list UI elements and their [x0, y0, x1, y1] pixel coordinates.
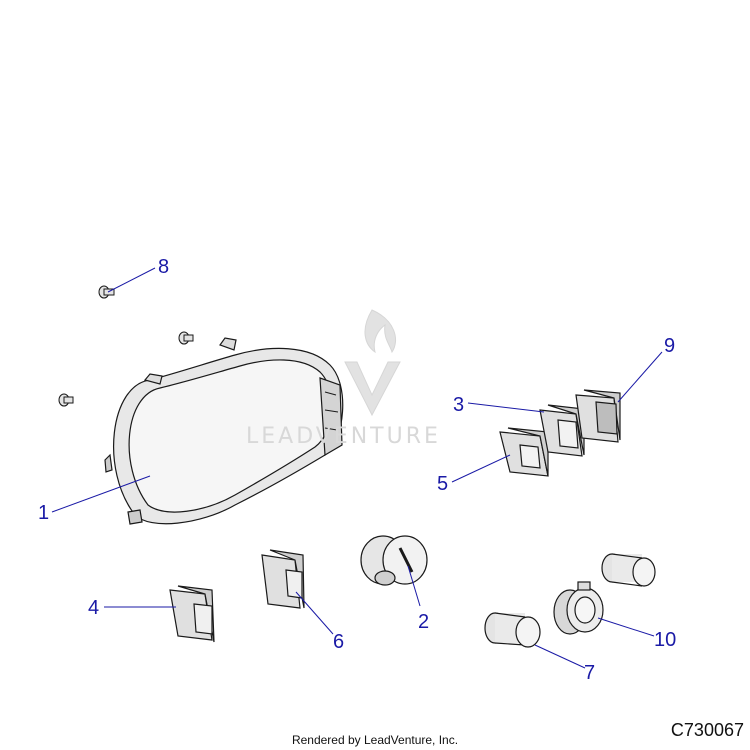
- callout-2[interactable]: 2: [418, 611, 430, 633]
- power-outlet-7[interactable]: [484, 612, 541, 648]
- callout-7[interactable]: 7: [584, 662, 596, 684]
- ignition-switch-2[interactable]: [360, 535, 428, 586]
- watermark-text: LEADVENTURE: [246, 424, 441, 449]
- watermark-logo: [344, 309, 401, 417]
- callout-1[interactable]: 1: [38, 502, 50, 524]
- switch-4[interactable]: [169, 585, 215, 643]
- callout-4[interactable]: 4: [88, 597, 100, 619]
- power-outlet-10[interactable]: [553, 581, 604, 635]
- callout-6[interactable]: 6: [333, 631, 345, 653]
- power-outlet-b[interactable]: [601, 553, 656, 587]
- screw-8[interactable]: [98, 285, 115, 299]
- leader-lines: [51, 267, 663, 669]
- instrument-cluster[interactable]: [104, 337, 344, 525]
- drawing-id: C730067: [670, 720, 744, 740]
- footer-credit: Rendered by LeadVenture, Inc.: [291, 733, 459, 747]
- switch-5[interactable]: [499, 427, 549, 477]
- screw-b[interactable]: [178, 331, 194, 345]
- callout-3[interactable]: 3: [453, 394, 465, 416]
- callout-10[interactable]: 10: [654, 629, 677, 651]
- callout-8[interactable]: 8: [158, 256, 170, 278]
- callout-5[interactable]: 5: [437, 473, 449, 495]
- switch-9[interactable]: [575, 389, 621, 443]
- screw-c[interactable]: [58, 393, 74, 407]
- callout-9[interactable]: 9: [664, 335, 676, 357]
- switch-6[interactable]: [261, 549, 305, 609]
